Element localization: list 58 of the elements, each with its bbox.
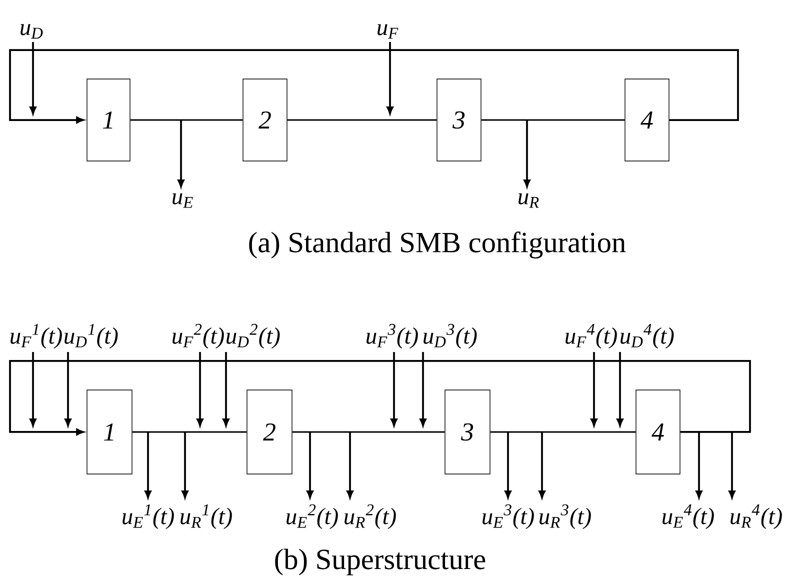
recycle-arrow xyxy=(9,360,751,436)
stream-label: u$_{F}$$^{2}$(t) xyxy=(172,324,224,349)
stream-label: u$_{R}$$^{4}$(t) xyxy=(730,504,782,529)
stream-label: u$_{F}$ xyxy=(378,24,398,39)
inlet-arrow xyxy=(590,352,598,426)
column-box: 1 xyxy=(86,390,132,474)
inlet-arrow xyxy=(222,352,230,426)
column-connector xyxy=(481,119,625,121)
outlet-arrow xyxy=(306,432,314,498)
inlet-arrow xyxy=(30,352,36,426)
outlet-arrow xyxy=(504,432,512,498)
caption: (a) Standard SMB configuration xyxy=(249,232,626,258)
stream-label: u$_{D}$$^{4}$(t) xyxy=(620,324,674,349)
caption: (b) Superstructure xyxy=(275,548,486,576)
stream-label: u$_{D}$$^{1}$(t) xyxy=(64,324,118,349)
column-connector xyxy=(130,119,243,121)
outlet-arrow xyxy=(538,432,546,498)
column-box: 2 xyxy=(242,78,288,162)
column-box: 2 xyxy=(246,390,292,474)
stream-label: u$_{R}$$^{1}$(t) xyxy=(180,504,232,530)
inlet-arrow xyxy=(386,42,394,114)
column-box: 3 xyxy=(444,390,490,474)
outlet-arrow xyxy=(346,432,354,498)
stream-label: u$_{F}$$^{4}$(t) xyxy=(566,324,617,349)
stream-label: u$_{E}$ xyxy=(172,193,193,208)
outlet-arrow xyxy=(728,432,736,498)
outlet-arrow xyxy=(524,120,530,188)
stream-label: u$_{D}$$^{3}$(t) xyxy=(424,324,477,349)
inlet-arrow xyxy=(196,352,204,426)
column-connector xyxy=(292,431,445,433)
stream-label: u$_{F}$$^{3}$(t) xyxy=(366,324,418,349)
inlet-arrow xyxy=(64,352,72,426)
stream-label: u$_{E}$$^{1}$(t) xyxy=(122,504,174,530)
stream-label: u$_{R}$$^{3}$(t) xyxy=(540,504,591,530)
inlet-arrow xyxy=(420,352,426,426)
stream-label: u$_{E}$$^{3}$(t) xyxy=(482,504,534,530)
recycle-arrow xyxy=(9,49,739,124)
column-box: 1 xyxy=(86,78,130,162)
column-connector xyxy=(132,431,247,433)
column-box: 4 xyxy=(624,78,670,162)
inlet-arrow xyxy=(30,42,36,114)
stream-label: u$_{R}$$^{2}$(t) xyxy=(344,504,396,530)
stream-label: u$_{R}$ xyxy=(518,193,539,208)
stream-label: u$_{D}$ xyxy=(20,24,43,39)
stream-label: u$_{E}$$^{2}$(t) xyxy=(286,504,338,530)
stream-label: u$_{F}$$^{1}$(t) xyxy=(10,324,62,349)
stream-label: u$_{E}$$^{4}$(t) xyxy=(662,504,714,529)
outlet-arrow xyxy=(144,432,152,498)
outlet-arrow xyxy=(182,432,188,498)
outlet-arrow xyxy=(696,432,702,498)
column-box: 3 xyxy=(436,78,482,162)
column-connector xyxy=(490,431,636,433)
inlet-arrow xyxy=(616,352,624,426)
column-box: 4 xyxy=(636,390,680,474)
outlet-arrow xyxy=(178,120,184,188)
stream-label: u$_{D}$$^{2}$(t) xyxy=(226,324,280,349)
column-connector xyxy=(287,119,437,121)
inlet-arrow xyxy=(390,352,398,426)
